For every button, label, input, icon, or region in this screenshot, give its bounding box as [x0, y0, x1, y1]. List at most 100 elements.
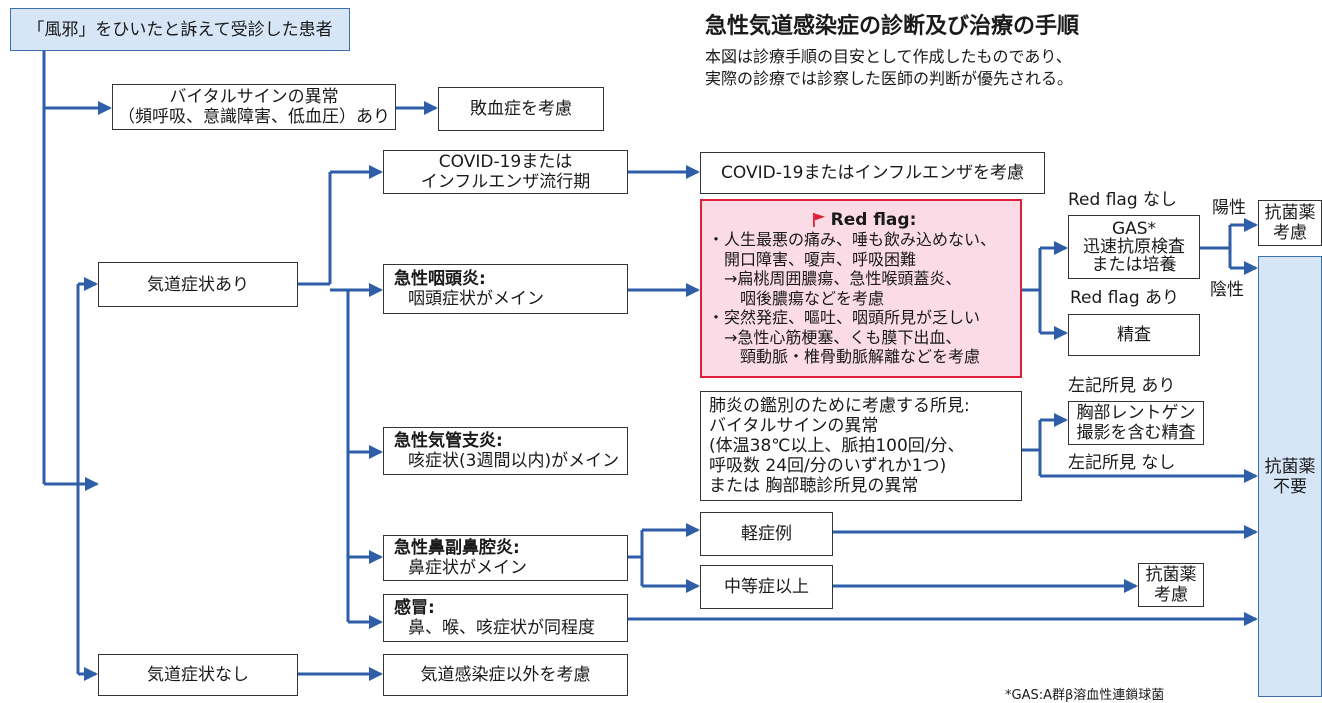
arrow-head-icon	[686, 523, 700, 537]
note-line-1: 本図は診療手順の目安として作成したものであり、	[705, 47, 1072, 66]
bronchitis-desc: 咳症状(3週間以内)がメイン	[408, 451, 620, 471]
findings-line-3: (体温38℃以上、脈拍100回/分、	[709, 436, 965, 456]
arrow-head-icon	[1124, 579, 1138, 593]
arrow-head-icon	[424, 101, 438, 115]
moderate-box: 中等症以上	[700, 565, 833, 609]
arrow-head-icon	[1244, 261, 1258, 275]
abx-consider-box-bottom: 抗菌薬 考慮	[1138, 563, 1204, 607]
findings-line-2: バイタルサインの異常	[709, 416, 879, 436]
arrow-head-icon	[369, 667, 383, 681]
red-flag-line-2: 開口障害、嗄声、呼吸困難	[708, 249, 917, 269]
arrow-head-icon	[1054, 241, 1068, 255]
arrow-head-icon	[1054, 413, 1068, 427]
gas-line-2: 迅速抗原検査	[1083, 237, 1185, 257]
mild-text: 軽症例	[741, 524, 792, 544]
red-flag-box: Red flag: ・人生最悪の痛み、唾も飲み込めない、 開口障害、嗄声、呼吸困…	[700, 199, 1022, 378]
red-flag-yes-label: Red flag あり	[1070, 288, 1180, 308]
xray-line-2: 撮影を含む精査	[1076, 423, 1196, 443]
findings-line-1: 肺炎の鑑別のために考慮する所見:	[709, 396, 970, 416]
abx-consider-box-top: 抗菌薬 考慮	[1258, 200, 1322, 246]
arrow-head-icon	[369, 615, 383, 629]
covid-period-line-1: COVID-19または	[438, 152, 573, 172]
red-flag-header: Red flag:	[812, 209, 917, 231]
abx-not-needed-line-1: 抗菌薬	[1264, 456, 1316, 477]
resp-yes-box: 気道症状あり	[98, 262, 298, 307]
sepsis-box: 敗血症を考慮	[438, 87, 604, 131]
disclaimer-note: 本図は診療手順の目安として作成したものであり、 実際の診療では診察した医師の判断…	[705, 46, 1073, 90]
note-line-2: 実際の診療では診察した医師の判断が優先される。	[705, 69, 1074, 88]
abx-consider-bottom-line-2: 考慮	[1154, 585, 1188, 605]
vital-sign-box: バイタルサインの異常 （頻呼吸、意識障害、低血圧）あり	[112, 84, 396, 130]
detail-box: 精査	[1068, 314, 1200, 356]
abx-not-needed-line-2: 不要	[1273, 476, 1307, 497]
cold-box: 感冒: 鼻、喉、咳症状が同程度	[383, 594, 628, 642]
arrow-head-icon	[1244, 218, 1258, 232]
positive-label: 陽性	[1212, 198, 1246, 218]
gas-line-3: または培養	[1091, 255, 1177, 275]
abx-consider-top-line-1: 抗菌薬	[1264, 203, 1316, 223]
abx-consider-top-line-2: 考慮	[1273, 223, 1307, 243]
negative-label: 陰性	[1210, 280, 1244, 300]
arrow-head-icon	[98, 101, 112, 115]
abx-consider-bottom-line-1: 抗菌薬	[1145, 565, 1197, 585]
pharyngitis-box: 急性咽頭炎: 咽頭症状がメイン	[383, 264, 628, 314]
arrow-head-icon	[686, 579, 700, 593]
mild-box: 軽症例	[700, 512, 833, 556]
diagram-title: 急性気道感染症の診断及び治療の手順	[705, 14, 1080, 39]
footnote: *GAS:A群β溶血性連鎖球菌	[1005, 688, 1165, 703]
xray-box: 胸部レントゲン 撮影を含む精査	[1068, 401, 1204, 445]
red-flag-line-7: 頸動脈・椎骨動脈解離などを考慮	[708, 347, 981, 366]
gas-line-1: GAS*	[1111, 219, 1157, 239]
arrow-head-icon	[84, 277, 98, 291]
findings-yes-label: 左記所見 あり	[1068, 376, 1176, 396]
arrow-head-icon	[1244, 469, 1258, 483]
red-flag-line-6: →急性心筋梗塞、くも膜下出血、	[708, 327, 962, 347]
resp-no-box: 気道症状なし	[98, 654, 298, 696]
abx-not-needed-box: 抗菌薬 不要	[1258, 256, 1322, 697]
findings-line-5: または 胸部聴診所見の異常	[709, 476, 919, 496]
gas-test-box: GAS* 迅速抗原検査 または培養	[1068, 215, 1200, 279]
red-flag-title: Red flag:	[830, 209, 917, 230]
sinusitis-title: 急性鼻副鼻腔炎:	[394, 538, 520, 558]
detail-text: 精査	[1117, 325, 1151, 345]
arrow-head-icon	[686, 283, 700, 297]
red-flag-icon	[812, 213, 825, 228]
resp-no-text: 気道症状なし	[147, 665, 249, 685]
covid-consider-box: COVID-19またはインフルエンザを考慮	[700, 152, 1045, 194]
cold-title: 感冒:	[394, 598, 435, 618]
covid-consider-text: COVID-19またはインフルエンザを考慮	[721, 163, 1024, 183]
pharyngitis-title: 急性咽頭炎:	[394, 269, 486, 289]
moderate-text: 中等症以上	[724, 577, 809, 597]
covid-period-line-2: インフルエンザ流行期	[420, 172, 591, 192]
arrow-head-icon	[369, 445, 383, 459]
sepsis-text: 敗血症を考慮	[470, 99, 572, 119]
findings-no-label: 左記所見 なし	[1068, 453, 1176, 473]
xray-line-1: 胸部レントゲン	[1076, 403, 1196, 423]
pneumonia-findings-box: 肺炎の鑑別のために考慮する所見: バイタルサインの異常 (体温38℃以上、脈拍1…	[700, 391, 1022, 501]
arrow-head-icon	[369, 283, 383, 297]
start-box: 「風邪」をひいたと訴えて受診した患者	[10, 8, 350, 51]
arrow-head-icon	[1244, 525, 1258, 539]
bronchitis-title: 急性気管支炎:	[394, 431, 503, 451]
arrow-head-icon	[85, 477, 99, 491]
findings-line-4: 呼吸数 24回/分のいずれか1つ)	[709, 456, 947, 476]
cold-desc: 鼻、喉、咳症状が同程度	[408, 618, 595, 638]
red-flag-line-4: 咽後膿瘍などを考慮	[708, 288, 885, 308]
resp-yes-text: 気道症状あり	[147, 274, 249, 295]
pharyngitis-desc: 咽頭症状がメイン	[408, 289, 544, 309]
bronchitis-box: 急性気管支炎: 咳症状(3週間以内)がメイン	[383, 427, 628, 475]
sinusitis-desc: 鼻症状がメイン	[408, 558, 527, 578]
non-resp-text: 気道感染症以外を考慮	[420, 665, 591, 685]
red-flag-line-3: →扁桃周囲膿瘍、急性喉頭蓋炎、	[708, 269, 962, 288]
red-flag-no-label: Red flag なし	[1068, 190, 1178, 210]
vital-line-2: （頻呼吸、意識障害、低血圧）あり	[118, 107, 390, 127]
arrow-head-icon	[1054, 326, 1068, 340]
covid-period-box: COVID-19または インフルエンザ流行期	[383, 150, 628, 194]
non-resp-box: 気道感染症以外を考慮	[383, 654, 628, 696]
arrow-head-icon	[1244, 612, 1258, 626]
arrow-head-icon	[369, 550, 383, 564]
red-flag-line-5: ・突然発症、嘔吐、咽頭所見が乏しい	[708, 308, 981, 327]
start-text: 「風邪」をひいたと訴えて受診した患者	[27, 19, 333, 40]
sinusitis-box: 急性鼻副鼻腔炎: 鼻症状がメイン	[383, 535, 628, 581]
